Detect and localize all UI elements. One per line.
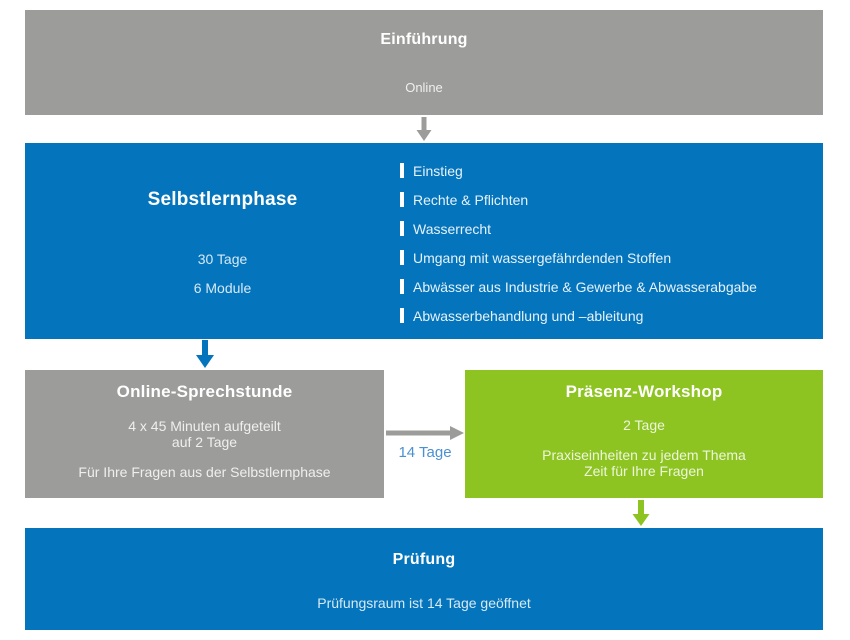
selflearn-summary: Selbstlernphase 30 Tage 6 Module	[25, 143, 420, 339]
flow-box-selbstlernphase: Selbstlernphase 30 Tage 6 Module Einstie…	[25, 143, 823, 339]
exam-subtitle: Prüfungsraum ist 14 Tage geöffnet	[317, 595, 531, 611]
topic-list-item: Umgang mit wassergefährdenden Stoffen	[400, 249, 757, 266]
intro-subtitle: Online	[405, 80, 443, 95]
workshop-duration: 2 Tage	[623, 417, 665, 433]
topic-label: Abwasserbehandlung und –ableitung	[413, 307, 644, 324]
topic-list-item: Rechte & Pflichten	[400, 191, 757, 208]
bullet-bar-icon	[400, 308, 404, 323]
right-arrow-icon	[386, 426, 464, 440]
down-arrow-icon	[196, 340, 214, 368]
workshop-title: Präsenz-Workshop	[565, 382, 723, 401]
flow-box-praesenz-workshop: Präsenz-Workshop 2 Tage Praxiseinheiten …	[465, 370, 823, 498]
flow-box-pruefung: Prüfung Prüfungsraum ist 14 Tage geöffne…	[25, 528, 823, 630]
flow-box-online-sprechstunde: Online-Sprechstunde 4 x 45 Minuten aufge…	[25, 370, 384, 498]
topic-label: Rechte & Pflichten	[413, 191, 529, 208]
bullet-bar-icon	[400, 250, 404, 265]
topic-label: Wasserrecht	[413, 220, 492, 237]
bullet-bar-icon	[400, 192, 404, 207]
down-arrow-icon	[416, 117, 432, 141]
bullet-bar-icon	[400, 163, 404, 178]
workshop-details: Praxiseinheiten zu jedem Thema Zeit für …	[465, 447, 823, 479]
intro-title: Einführung	[380, 31, 468, 48]
topics-list: Einstieg Rechte & Pflichten Wasserrecht …	[400, 163, 757, 337]
gap-duration-label: 14 Tage	[398, 444, 452, 461]
topic-list-item: Einstieg	[400, 162, 757, 179]
consultation-title: Online-Sprechstunde	[116, 382, 293, 401]
down-arrow-icon	[632, 500, 650, 526]
consultation-purpose: Für Ihre Fragen aus der Selbstlernphase	[78, 464, 331, 480]
topic-list-item: Abwässer aus Industrie & Gewerbe & Abwas…	[400, 278, 757, 295]
consultation-schedule: 4 x 45 Minuten aufgeteilt auf 2 Tage	[25, 418, 384, 450]
exam-title: Prüfung	[392, 551, 456, 568]
selflearn-duration: 30 Tage	[197, 251, 248, 267]
bullet-bar-icon	[400, 221, 404, 236]
topic-label: Abwässer aus Industrie & Gewerbe & Abwas…	[413, 278, 757, 295]
consultation-line1: 4 x 45 Minuten aufgeteilt	[128, 418, 281, 434]
selflearn-modules: 6 Module	[193, 280, 252, 296]
flow-box-einfuehrung: Einführung Online	[25, 10, 823, 115]
workshop-line2: Praxiseinheiten zu jedem Thema	[542, 447, 746, 463]
bullet-bar-icon	[400, 279, 404, 294]
topic-list-item: Wasserrecht	[400, 220, 757, 237]
selflearn-title: Selbstlernphase	[147, 189, 298, 210]
workshop-line3: Zeit für Ihre Fragen	[584, 463, 704, 479]
topic-label: Einstieg	[413, 162, 463, 179]
topic-list-item: Abwasserbehandlung und –ableitung	[400, 307, 757, 324]
consultation-line2: auf 2 Tage	[171, 434, 238, 450]
topic-label: Umgang mit wassergefährdenden Stoffen	[413, 249, 672, 266]
